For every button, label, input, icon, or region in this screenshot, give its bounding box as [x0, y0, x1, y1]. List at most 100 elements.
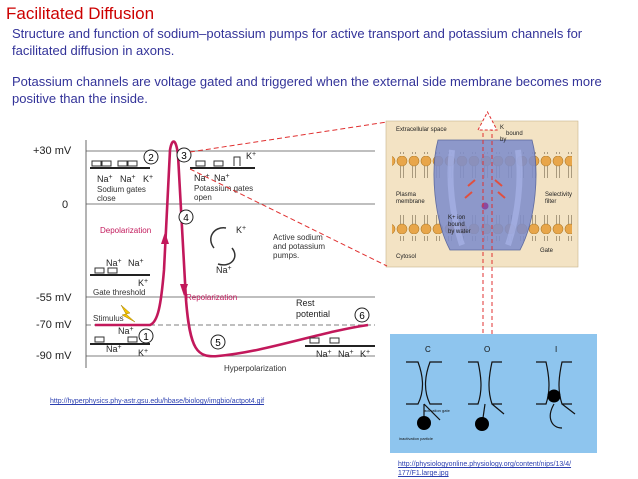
k-bound-label: by — [500, 137, 506, 143]
hyperpolarization-label: Hyperpolarization — [224, 364, 286, 373]
plasma-membrane-label: membrane — [396, 199, 425, 205]
step-marker-2 — [143, 149, 159, 165]
rest-potential-label: Rest — [296, 298, 315, 308]
subtitle-structure: Structure and function of sodium–potassi… — [12, 26, 583, 58]
k-label: K+ — [143, 174, 153, 184]
repolarization-label: Repolarization — [186, 293, 237, 302]
state-label-i: I — [555, 345, 557, 354]
helix — [505, 149, 523, 246]
na-label: Na+ — [106, 344, 122, 354]
state-label-c: C — [425, 345, 431, 354]
lightning-icon — [120, 304, 136, 323]
k-bound-label: K — [500, 125, 504, 131]
action-potential-curve — [95, 140, 369, 358]
y-label-zero: 0 — [62, 199, 68, 211]
sodium-gates-label: close — [97, 194, 116, 203]
callout-line — [189, 121, 388, 153]
na-label: Na+ — [214, 173, 230, 183]
step-marker-5 — [210, 334, 226, 350]
gate-label: Gate — [540, 248, 554, 254]
na-label: Na+ — [106, 258, 122, 268]
svg-text:6: 6 — [359, 311, 365, 322]
state-label-o: O — [484, 345, 490, 354]
sodium-gates-label: Sodium gates — [97, 185, 146, 194]
filter-residue — [467, 179, 476, 187]
channel-state-inactivated — [536, 361, 576, 429]
step-marker-6 — [354, 307, 370, 323]
y-label-minus55: -55 mV — [36, 292, 72, 304]
k-label: K+ — [138, 278, 148, 288]
y-label-minus70: -70 mV — [36, 319, 72, 331]
potassium-channel-panel: Extracellular space K bound by Plasma me… — [385, 120, 579, 268]
channel-state-closed — [406, 361, 442, 421]
na-label: Na+ — [316, 349, 332, 359]
k-label: K+ — [138, 348, 148, 358]
pump-arrow-icon — [210, 227, 227, 249]
y-label-minus90: -90 mV — [36, 350, 72, 362]
inactivation-particle-label: inactivation particle — [399, 436, 434, 441]
svg-text:4: 4 — [183, 213, 189, 224]
depolarization-arrow — [161, 232, 169, 244]
active-pumps-label: Active sodium — [273, 233, 323, 242]
svg-text:3: 3 — [181, 151, 187, 162]
inactivation-particle-closed — [417, 416, 431, 430]
selectivity-filter-label: filter — [545, 199, 556, 205]
na-label: Na+ — [118, 326, 134, 336]
page-title: Facilitated Diffusion — [6, 4, 155, 23]
step-marker-4 — [178, 209, 194, 225]
physiology-link[interactable]: http://physiologyonline.physiology.org/c… — [398, 461, 572, 477]
k-bound-label: bound — [506, 131, 523, 137]
k-ion-bound-label: by water — [448, 229, 471, 235]
gate-threshold-label: Gate threshold — [93, 288, 145, 297]
na-label: Na+ — [120, 174, 136, 184]
hyperphysics-link[interactable]: http://hyperphysics.phy-astr.gsu.edu/hba… — [50, 398, 265, 405]
channel-state-open — [468, 361, 505, 419]
action-potential-diagram: +30 mV 0 -55 mV -70 mV -90 mV — [33, 140, 375, 373]
states-background — [390, 334, 597, 453]
na-label: Na+ — [338, 349, 354, 359]
rest-potential-label: potential — [296, 309, 330, 319]
callout-line — [189, 168, 388, 267]
k-label: K+ — [236, 225, 246, 235]
na-label: Na+ — [216, 265, 232, 275]
channel-protein — [433, 139, 537, 251]
svg-text:2: 2 — [148, 153, 154, 164]
gate-sketches — [91, 156, 340, 344]
k-label: K+ — [246, 151, 256, 161]
step-markers: 1 2 3 4 5 6 — [138, 147, 370, 350]
k-ion-bound-label: bound — [448, 222, 465, 228]
filter-residue — [464, 191, 473, 199]
pump-arrow-icon — [217, 247, 236, 266]
repolarization-arrow — [180, 284, 188, 296]
inactivation-particle-open — [475, 417, 489, 431]
helix — [447, 149, 465, 246]
cytosol-label: Cytosol — [396, 254, 416, 260]
filter-residue — [494, 179, 503, 187]
active-pumps-label: pumps. — [273, 251, 299, 260]
extracellular-label: Extracellular space — [396, 127, 447, 133]
selectivity-filter-label: Selectivity — [545, 192, 572, 198]
k-ion-bound-label: K+ ion — [448, 215, 465, 221]
na-label: Na+ — [128, 258, 144, 268]
subtitle-voltage-gated: Potassium channels are voltage gated and… — [12, 74, 602, 106]
activation-gate-label: activation gate — [424, 408, 451, 413]
step-marker-1 — [138, 328, 154, 344]
active-pumps-label: and potassium — [273, 242, 325, 251]
na-label: Na+ — [194, 173, 210, 183]
svg-text:5: 5 — [215, 338, 221, 349]
filter-residue — [497, 191, 506, 199]
step-marker-3 — [176, 147, 192, 163]
inactivation-particle-plugged — [547, 389, 561, 403]
plasma-membrane-label: Plasma — [396, 192, 417, 198]
stimulus-label: Stimulus — [93, 314, 124, 323]
depolarization-label: Depolarization — [100, 226, 151, 235]
potassium-gates-label: open — [194, 193, 212, 202]
na-label: Na+ — [97, 174, 113, 184]
svg-text:1: 1 — [143, 332, 149, 343]
gating-states-panel: C O I activation gate inactivation parti… — [390, 334, 597, 453]
potassium-gates-label: Potassium gates — [194, 184, 253, 193]
up-arrow-icon — [477, 110, 498, 131]
y-label-plus30: +30 mV — [33, 145, 72, 157]
k-label: K+ — [360, 349, 370, 359]
